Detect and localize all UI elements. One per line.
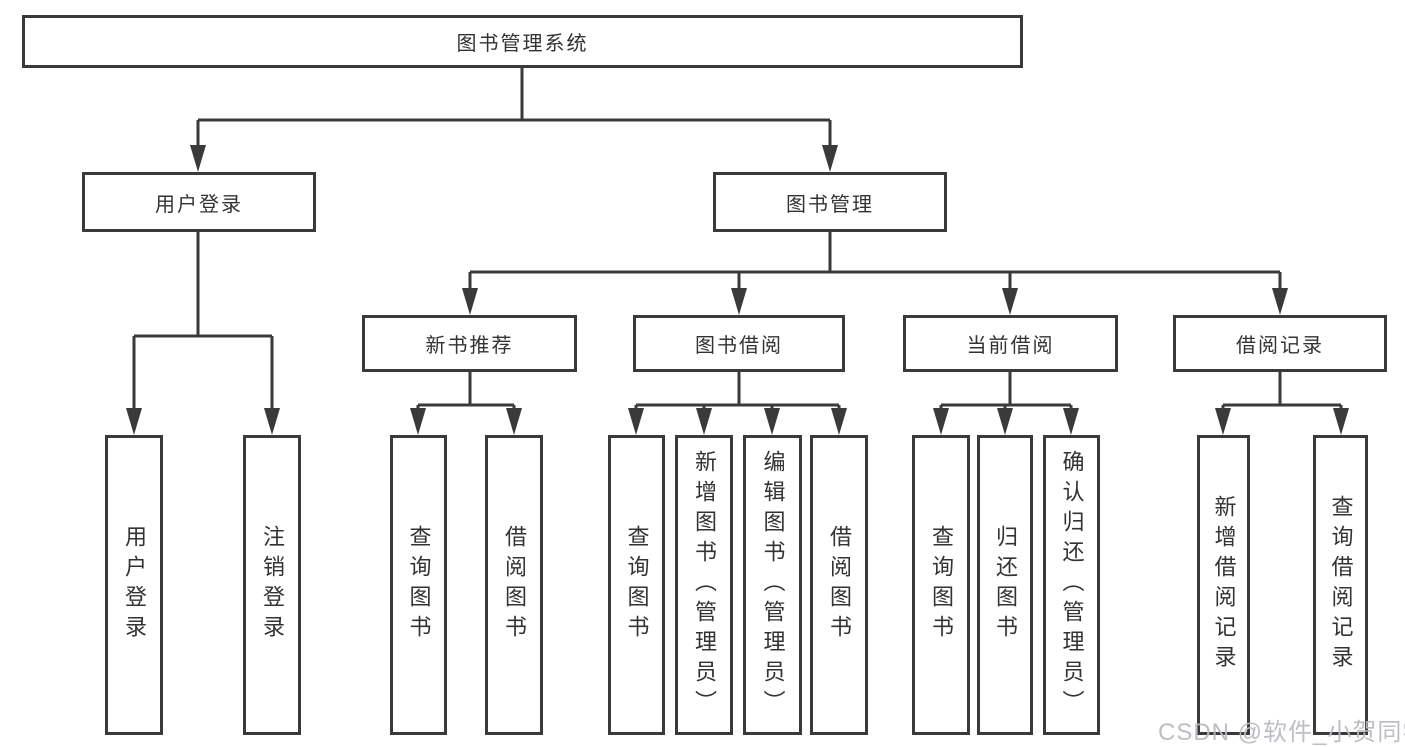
leaf-add-book-admin: 新增图书（管理员） [675,435,733,735]
leaf-label: 新增图书（管理员） [692,450,717,720]
leaf-label: 确认归还（管理员） [1059,450,1085,720]
node-book-management: 图书管理 [713,172,947,232]
leaf-label: 查询借阅记录 [1328,495,1354,675]
leaf-label: 新增借阅记录 [1211,495,1237,675]
leaf-query-books-current: 查询图书 [912,435,970,735]
leaf-return-book: 归还图书 [977,435,1033,735]
leaf-user-login: 用户登录 [105,435,163,735]
node-root-system: 图书管理系统 [22,15,1023,68]
leaf-label: 注销登录 [260,525,285,645]
leaf-logout: 注销登录 [243,435,301,735]
leaf-confirm-return-admin: 确认归还（管理员） [1043,435,1100,735]
leaf-query-borrow-record: 查询借阅记录 [1313,435,1368,735]
leaf-query-books-borrow: 查询图书 [608,435,665,735]
node-new-book-recommend: 新书推荐 [362,315,577,372]
leaf-label: 查询图书 [929,525,954,645]
node-current-borrow: 当前借阅 [903,315,1118,372]
leaf-label: 借阅图书 [827,525,852,645]
node-borrow-records: 借阅记录 [1173,315,1387,372]
leaf-label: 查询图书 [624,525,650,645]
arrow-down-icon [126,145,1349,435]
leaf-label: 查询图书 [406,525,432,645]
leaf-label: 用户登录 [122,525,147,645]
leaf-label: 借阅图书 [502,525,527,645]
leaf-borrow-books: 借阅图书 [810,435,868,735]
leaf-label: 归还图书 [993,525,1018,645]
watermark: CSDN @软件_小贺同学 [1158,719,1405,746]
leaf-query-books-recommend: 查询图书 [390,435,447,735]
leaf-label: 编辑图书（管理员） [760,450,786,720]
node-book-borrow: 图书借阅 [633,315,845,372]
node-user-login: 用户登录 [82,172,316,232]
leaf-borrow-books-recommend: 借阅图书 [485,435,543,735]
leaf-add-borrow-record: 新增借阅记录 [1197,435,1250,735]
leaf-edit-book-admin: 编辑图书（管理员） [743,435,802,735]
